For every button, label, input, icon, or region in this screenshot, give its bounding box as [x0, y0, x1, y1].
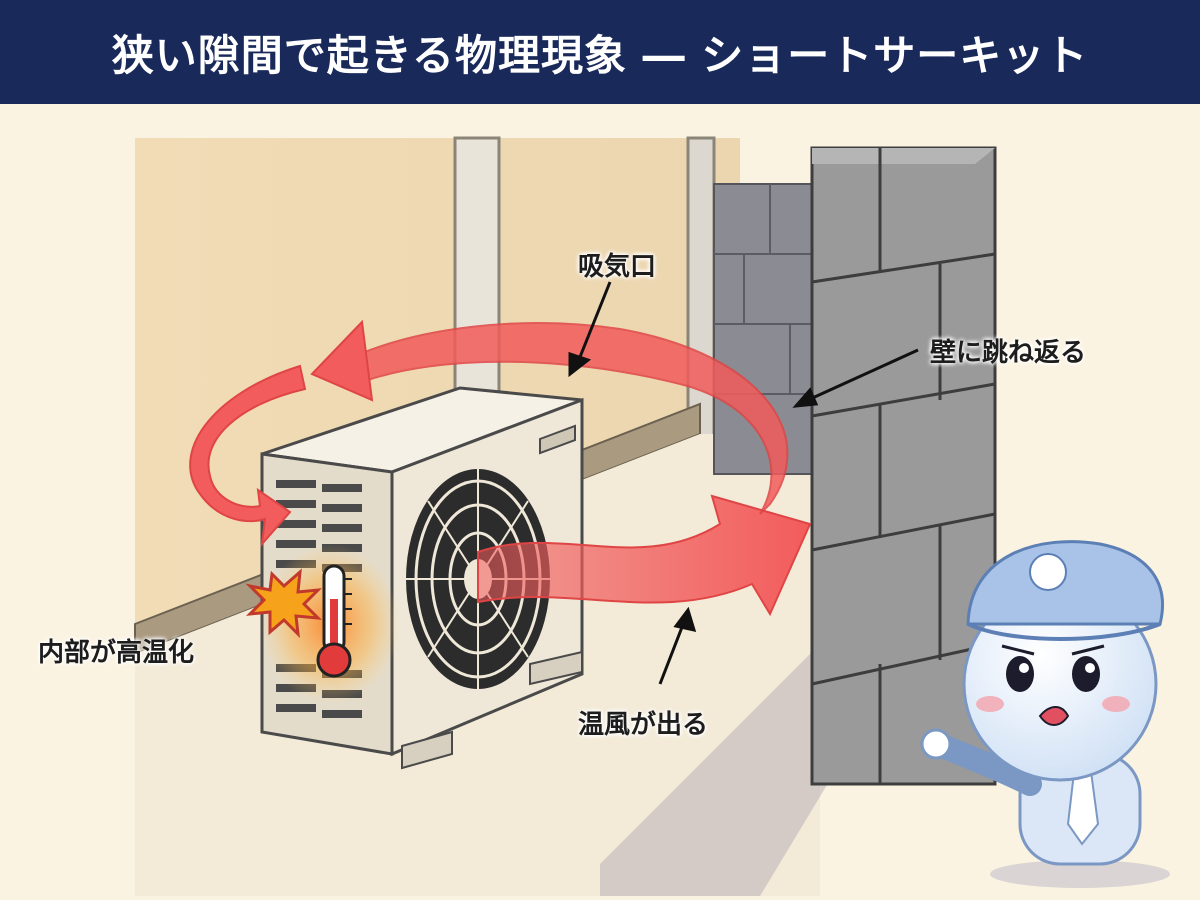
diagram-illustration: [0, 104, 1200, 896]
wall-bounce-label: 壁に跳ね返る: [930, 332, 1086, 369]
short-circuit-diagram: 吸気口 壁に跳ね返る 内部が高温化 温風が出る: [0, 104, 1200, 896]
internal-heat-label: 内部が高温化: [38, 632, 194, 669]
intake-label: 吸気口: [578, 246, 656, 283]
page-title: 狭い隙間で起きる物理現象 ― ショートサーキット: [0, 0, 1200, 104]
warm-air-out-label: 温風が出る: [578, 704, 708, 741]
